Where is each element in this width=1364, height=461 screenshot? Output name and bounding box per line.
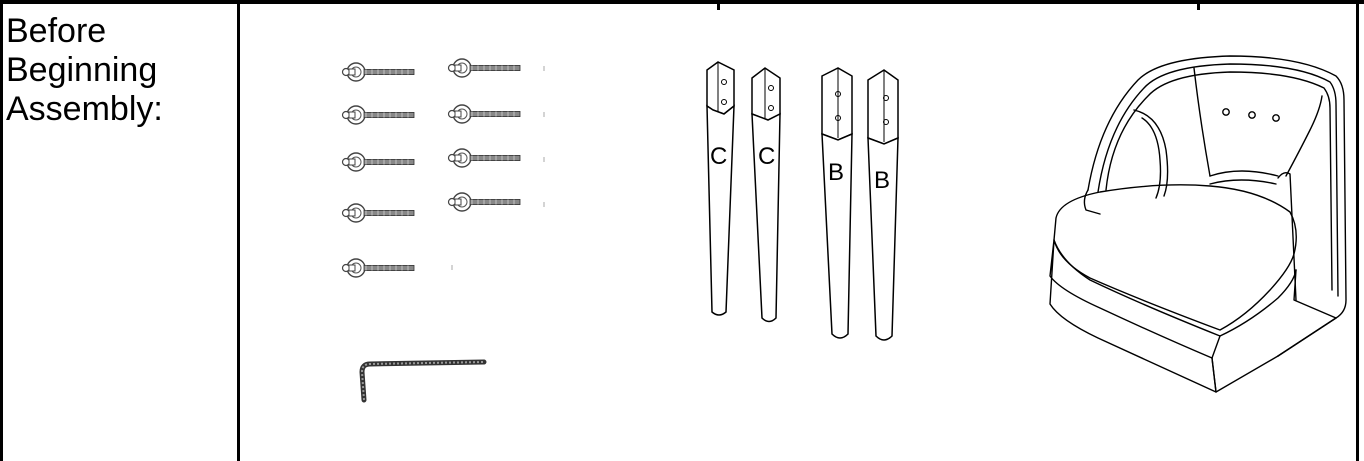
bolt-with-washer-icon (341, 258, 415, 278)
bolt-with-washer-icon (341, 152, 415, 172)
bolt-with-washer-icon (341, 105, 415, 125)
bolt-with-washer-icon (341, 62, 415, 82)
bolt-with-washer-icon (447, 58, 521, 78)
table-left-border (0, 0, 3, 461)
leg-letter-label: C (758, 143, 775, 170)
table-column-divider (237, 0, 240, 461)
allen-key-icon (359, 359, 487, 403)
section-label-line-1: Before (6, 12, 107, 50)
table-top-border (0, 0, 1364, 4)
armchair-icon (1049, 55, 1347, 393)
leg-letter-label: C (710, 143, 727, 170)
leg-b-icon (821, 67, 853, 339)
column-divider-tick (717, 0, 720, 10)
bolt-with-washer-icon (447, 192, 521, 212)
leg-c-icon (751, 67, 781, 323)
column-divider-tick (1197, 0, 1200, 10)
leg-b-icon (867, 69, 899, 341)
bolts-group (341, 58, 545, 278)
bolt-with-washer-icon (341, 203, 415, 223)
section-label-line-2: Beginning (6, 51, 158, 89)
leg-c-icon (706, 61, 735, 316)
leg-letter-label: B (828, 159, 844, 186)
legs-group: C C B B (706, 61, 899, 341)
leg-letter-label: B (874, 167, 890, 194)
section-label-line-3: Assembly: (6, 90, 163, 128)
table-right-border (1356, 0, 1359, 461)
section-label: Before Beginning Assembly: (6, 12, 234, 129)
bolt-with-washer-icon (447, 148, 521, 168)
bolt-with-washer-icon (447, 104, 521, 124)
